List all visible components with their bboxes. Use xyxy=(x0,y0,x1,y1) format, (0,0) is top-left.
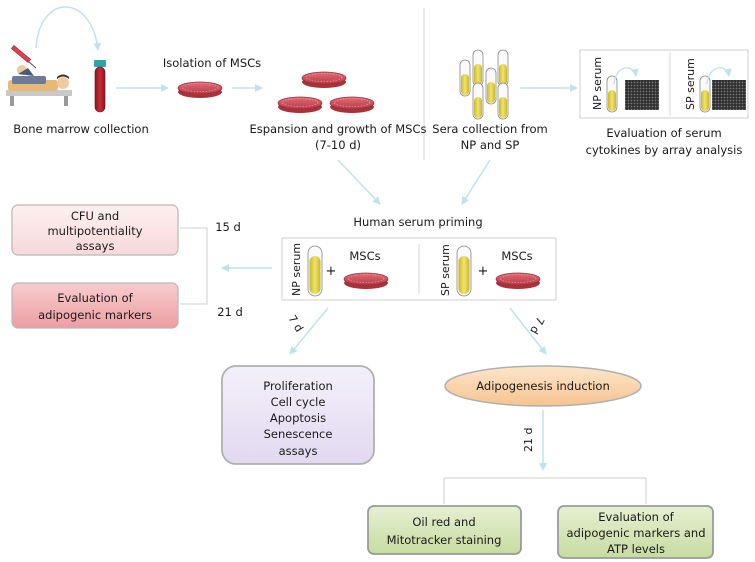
arrow-to-proliferation xyxy=(289,307,329,355)
serum-tube-icon xyxy=(606,75,618,113)
arrow-msc-to-priming xyxy=(337,159,381,205)
oil-line2: Mitotracker staining xyxy=(387,533,502,547)
final-eval-box xyxy=(557,505,714,559)
cfu-line1: CFU and xyxy=(71,209,119,223)
priming-np-label: NP serum xyxy=(290,243,303,296)
petri-dish-icon xyxy=(301,71,347,89)
bottom-bracket xyxy=(443,477,647,504)
adipo-induction-label: Adipogenesis induction xyxy=(476,379,610,393)
sera-label-line2: NP and SP xyxy=(461,138,520,152)
cfu-line2: multipotentiality xyxy=(47,224,142,238)
petri-dish-icon xyxy=(277,96,323,114)
serum-tube-icon xyxy=(456,245,472,297)
adipogenic-eval-box xyxy=(11,282,179,329)
blood-tube-icon xyxy=(94,60,106,113)
plus-sign: + xyxy=(478,264,489,279)
final-line3: ATP levels xyxy=(607,542,665,556)
left-bracket xyxy=(180,227,208,305)
adipogenesis-induction-ellipse xyxy=(444,365,642,407)
final-line1: Evaluation of xyxy=(598,510,674,524)
priming-label: Human serum priming xyxy=(353,215,482,229)
oil-red-box xyxy=(367,505,522,555)
eval-serum-label-line2: cytokines by array analysis xyxy=(586,143,743,157)
final-line2: adipogenic markers and xyxy=(566,526,705,540)
petri-dish-icon xyxy=(177,81,223,99)
array-sp-label: SP serum xyxy=(684,58,697,110)
petri-dish-icon xyxy=(343,272,389,290)
oil-line1: Oil red and xyxy=(412,515,475,529)
day-15-label: 15 d xyxy=(215,220,241,234)
sera-label-line1: Sera collection from xyxy=(432,122,547,136)
prolif-line5: assays xyxy=(279,444,318,458)
day-21-left-label: 21 d xyxy=(217,305,243,319)
isolation-label: Isolation of MSCs xyxy=(163,56,261,70)
prolif-line4: Senescence xyxy=(264,427,333,441)
syringe-icon xyxy=(10,45,37,69)
prolif-line1: Proliferation xyxy=(263,379,333,393)
priming-sp-label: SP serum xyxy=(439,244,452,296)
adipo-eval-line1: Evaluation of xyxy=(57,291,133,305)
expansion-label-line2: (7-10 d) xyxy=(315,138,361,152)
plus-sign: + xyxy=(326,264,337,279)
array-grid-icon xyxy=(625,80,659,110)
day-21-right-label: 21 d xyxy=(522,428,535,452)
patient-icon xyxy=(6,65,72,106)
adipo-eval-line2: adipogenic markers xyxy=(38,308,152,322)
proliferation-box xyxy=(221,365,375,465)
priming-sp-mscs-label: MSCs xyxy=(501,249,532,263)
cfu-line3: assays xyxy=(76,239,115,253)
array-grid-icon xyxy=(712,80,746,110)
day-7-left-label: 7 d xyxy=(285,313,305,335)
petri-dish-icon xyxy=(495,272,541,290)
eval-serum-label-line1: Evaluation of serum xyxy=(606,126,721,140)
serum-tube-icon xyxy=(307,245,323,297)
prolif-line3: Apoptosis xyxy=(270,411,326,425)
serum-tube-icon xyxy=(699,75,711,113)
collection-curve-arrow xyxy=(35,6,102,51)
arrow-sera-to-priming xyxy=(461,159,491,205)
arrow-to-adipogenesis xyxy=(509,307,547,355)
petri-dish-icon xyxy=(329,96,375,114)
bone-marrow-label: Bone marrow collection xyxy=(13,122,148,136)
prolif-line2: Cell cycle xyxy=(271,395,326,409)
priming-np-mscs-label: MSCs xyxy=(349,249,380,263)
sera-tubes-icon xyxy=(459,49,509,120)
expansion-label-line1: Espansion and growth of MSCs xyxy=(249,122,426,136)
cfu-assays-box xyxy=(11,204,179,256)
array-np-label: NP serum xyxy=(591,57,604,110)
